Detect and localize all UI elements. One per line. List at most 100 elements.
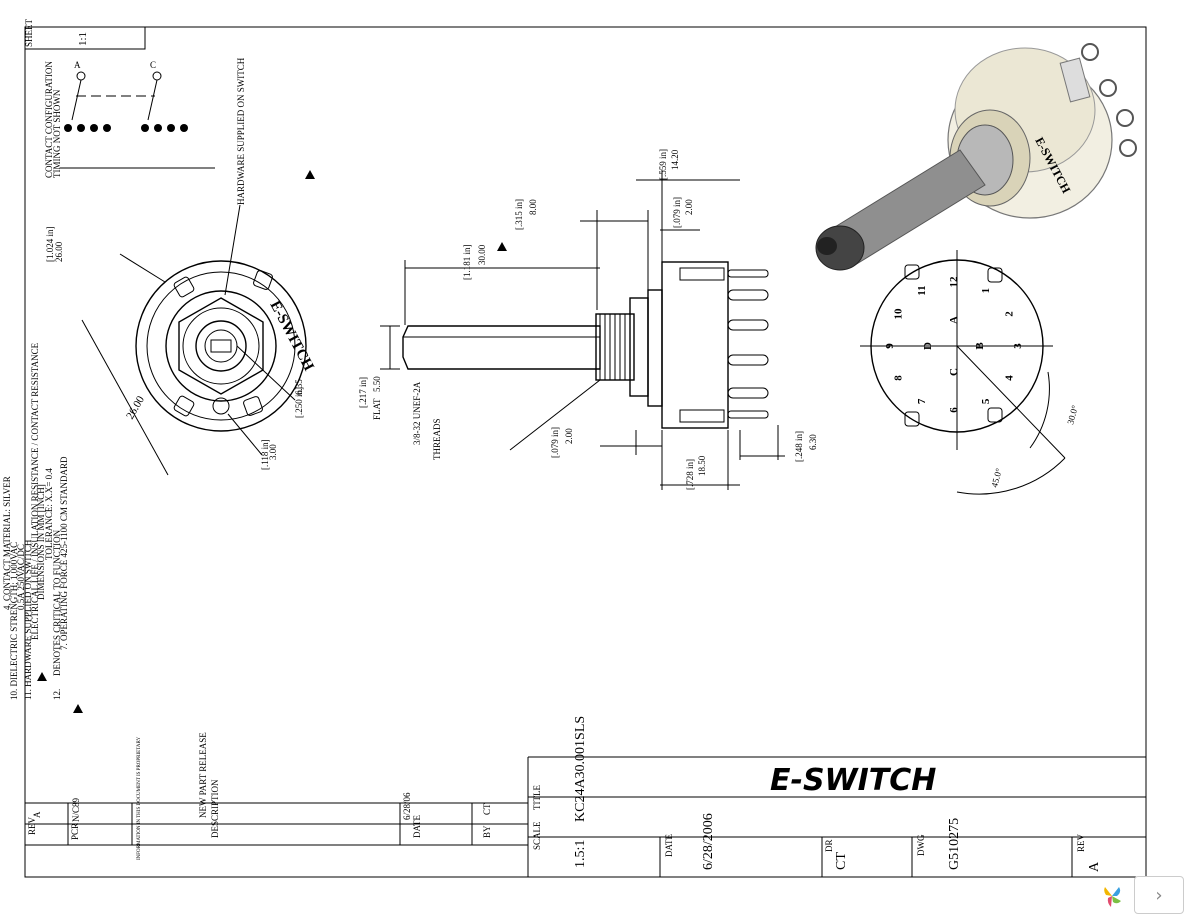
- terminal-number: 9: [884, 343, 896, 349]
- front-hole-in: [.118 in]: [260, 439, 270, 470]
- terminal-number: 8: [893, 375, 905, 381]
- side-bush-in: [.315 in]: [514, 199, 524, 230]
- terminal-number: 12: [948, 276, 960, 288]
- next-page-button[interactable]: ›: [1134, 876, 1184, 914]
- pole-a-label: A: [74, 60, 81, 70]
- terminal-number: 6: [948, 407, 960, 413]
- desc-value: NEW PART RELEASE: [198, 732, 208, 818]
- revision-block: REV A PCR N/C89 DESCRIPTION NEW PART REL…: [25, 732, 528, 860]
- terminal-letter: C: [948, 368, 960, 376]
- contact-config-title: CONTACT CONFIGURATION: [44, 61, 54, 178]
- drawing-frame: [24, 26, 1147, 878]
- angle-30: 30.0°: [1065, 404, 1080, 426]
- notes-block: 10. DIELECTRIC STRENGTH: 1,000VAC 11. HA…: [2, 170, 507, 713]
- sheet-label: SHEET: [24, 19, 34, 48]
- side-thread: 3/8-32 UNEF-2A: [412, 381, 422, 445]
- date-label-tb: DATE: [664, 834, 674, 857]
- note-4: 4. CONTACT MATERIAL: SILVER: [2, 476, 12, 610]
- rev-col-label: REV: [27, 816, 37, 835]
- side-gap-mm: 2.00: [684, 199, 694, 215]
- note-11: 11. HARDWARE SUPPLIED ON SWITCH: [23, 539, 33, 700]
- side-pin-in: [.248 in]: [794, 431, 804, 462]
- dwg-value: G510275: [947, 818, 962, 870]
- note-blob: ELECTRICAL LIFE / INSULATION RESISTANCE …: [30, 342, 40, 640]
- pole-c-label: C: [150, 60, 156, 70]
- critical-triangle-icon: [37, 672, 47, 681]
- side-bot-in: [.079 in]: [550, 427, 560, 458]
- sheet-box: SHEET 1:1: [24, 19, 146, 50]
- date-value-tb: 6/28/2006: [701, 813, 716, 870]
- hardware-label: HARDWARE SUPPLIED ON SWITCH: [236, 57, 246, 205]
- proprietary-note: INFORMATION IN THIS DOCUMENT IS PROPRIET…: [137, 736, 142, 860]
- rev-value: A: [32, 811, 42, 818]
- contact-config-subtitle: TIMING NOT SHOWN: [52, 89, 62, 178]
- title-value: KC24A30.001SLS: [573, 716, 588, 822]
- date-label: DATE: [412, 815, 422, 838]
- side-view: [1.181 in] 30.00 [.315 in] 8.00 [.559 in…: [358, 149, 818, 490]
- dr-label: DR: [824, 839, 834, 852]
- side-gap-in: [.079 in]: [672, 197, 682, 228]
- note-rating: 0.5A 250VAC/DC: [16, 544, 26, 610]
- contact-dots: [64, 124, 188, 132]
- side-bush-mm: 8.00: [528, 199, 538, 215]
- terminal-number: 5: [980, 398, 992, 404]
- title-block: E-SWITCH TITLE KC24A30.001SLS SCALE 1.5:…: [527, 716, 1146, 877]
- note-critical: DENOTES CRITICAL TO FUNCTION: [52, 529, 62, 676]
- scale-label: SCALE: [532, 821, 542, 850]
- terminal-letters: A B C D: [922, 316, 986, 376]
- date-value: 6/28/06: [402, 792, 412, 820]
- terminal-number: 10: [893, 308, 905, 320]
- angle-45: 45.0°: [989, 467, 1004, 489]
- front-dia-mm: 26.00: [124, 394, 147, 422]
- side-len-mm: 30.00: [477, 244, 487, 265]
- sheet-value: 1:1: [77, 32, 89, 46]
- note-operating: 7. OPERATING FORCE 425-1100 CM STANDARD: [59, 456, 69, 650]
- terminal-number: 3: [1012, 343, 1024, 349]
- note-10: 10. DIELECTRIC STRENGTH: 1,000VAC: [9, 542, 19, 700]
- terminal-pins: [727, 269, 769, 419]
- dwg-label: DWG: [916, 834, 926, 856]
- front-shaft-in: [.250 in]: [294, 387, 304, 418]
- side-flat-label: FLAT: [372, 398, 382, 420]
- front-view: HARDWARE SUPPLIED ON SWITCH E-SWITCH 26.…: [45, 57, 317, 476]
- viewer-logo-icon: [1092, 878, 1132, 914]
- side-flat-mm: 5.50: [372, 376, 382, 392]
- title-label: TITLE: [532, 785, 542, 810]
- side-body-mm: 14.20: [670, 149, 680, 170]
- dr-value: CT: [834, 852, 849, 870]
- terminal-number: 7: [916, 398, 928, 404]
- by-label: BY: [482, 825, 492, 838]
- terminal-number: 4: [1003, 375, 1015, 381]
- pcr-value: N/C89: [71, 797, 81, 822]
- pcr-label: PCR: [70, 823, 80, 840]
- front-dia-in: [1.024 in]: [45, 227, 55, 263]
- desc-label: DESCRIPTION: [210, 779, 220, 838]
- terminal-number: 11: [916, 285, 928, 295]
- front-hole-mm: 3.00: [268, 444, 278, 460]
- terminal-number: 2: [1003, 311, 1015, 317]
- side-depth-mm: 18.50: [697, 455, 707, 476]
- note-12: 12.: [52, 689, 62, 700]
- front-shaft-mm: 6.35: [294, 379, 304, 395]
- front-dia-mm-label: 26.00: [54, 241, 64, 262]
- terminal-number: 1: [980, 288, 992, 294]
- note-tolerance: TOLERANCE: X.X= 0.4: [44, 468, 54, 560]
- scale-value: 1.5:1: [573, 840, 588, 868]
- side-depth-in: [.728 in]: [685, 459, 695, 490]
- critical-triangle-icon: [73, 704, 83, 713]
- side-pin-mm: 6.30: [808, 434, 818, 450]
- side-thread-label: THREADS: [432, 418, 442, 460]
- company-logo: E-SWITCH: [770, 763, 936, 798]
- side-len-in: [1.181 in]: [462, 245, 472, 281]
- terminal-letter: D: [922, 342, 934, 350]
- terminal-letter: B: [974, 342, 986, 350]
- contact-configuration: CONTACT CONFIGURATION TIMING NOT SHOWN A…: [44, 60, 215, 178]
- critical-triangle-icon: [305, 170, 315, 179]
- side-body-in: [.559 in]: [658, 149, 668, 180]
- rev-value-tb: A: [1087, 861, 1102, 872]
- terminal-letter: A: [948, 316, 960, 324]
- side-bot-mm: 2.00: [564, 428, 574, 444]
